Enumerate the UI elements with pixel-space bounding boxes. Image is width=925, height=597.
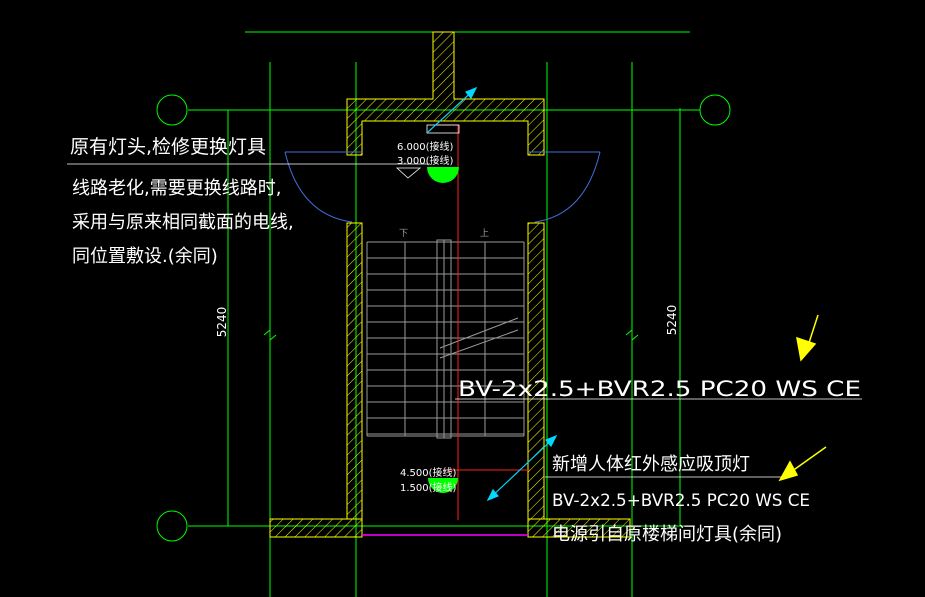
note-new-fixture: 新增人体红外感应吸顶灯 — [552, 454, 750, 475]
lamp-marker-triangle — [395, 167, 422, 179]
note-existing-fixture: 原有灯头,检修更换灯具 — [70, 136, 266, 158]
note-cable-small: BV-2x2.5+BVR2.5 PC20 WS CE — [552, 491, 810, 511]
stair-treads — [366, 239, 525, 439]
axis-bubble-top-right — [699, 94, 731, 126]
dimension-break-marks — [263, 328, 639, 342]
window-canopies — [284, 151, 601, 223]
stairwell-walls — [269, 31, 631, 538]
note-wiring-line1: 线路老化,需要更换线路时, — [72, 178, 281, 199]
note-wiring-line3: 同位置敷设.(余同) — [72, 246, 218, 267]
note-power-source: 电源引自原楼梯间灯具(余同) — [552, 524, 782, 545]
elevation-upper-b: 3.000(接线) — [397, 154, 454, 167]
dimension-right: 5240 — [665, 305, 679, 336]
axis-bubble-bottom-left — [156, 510, 188, 542]
dimension-left: 5240 — [215, 307, 229, 338]
note-wiring-line2: 采用与原来相同截面的电线, — [72, 212, 294, 233]
lamp-lower — [428, 478, 458, 493]
elevation-lower-b: 1.500(接线) — [400, 481, 457, 494]
elevation-lower-a: 4.500(接线) — [400, 466, 457, 479]
stair-label-up: 上 — [480, 228, 489, 239]
note-cable-large: BV-2x2.5+BVR2.5 PC20 WS CE — [458, 377, 861, 401]
note-leader-lines — [67, 163, 862, 478]
stair-label-down: 下 — [399, 229, 408, 239]
cyan-pointer-arrows — [427, 86, 558, 502]
lamp-upper — [426, 124, 460, 183]
elevation-upper-a: 6.000(接线) — [397, 140, 454, 153]
yellow-callout-arrows — [778, 314, 827, 482]
axis-bubble-top-left — [156, 94, 188, 126]
